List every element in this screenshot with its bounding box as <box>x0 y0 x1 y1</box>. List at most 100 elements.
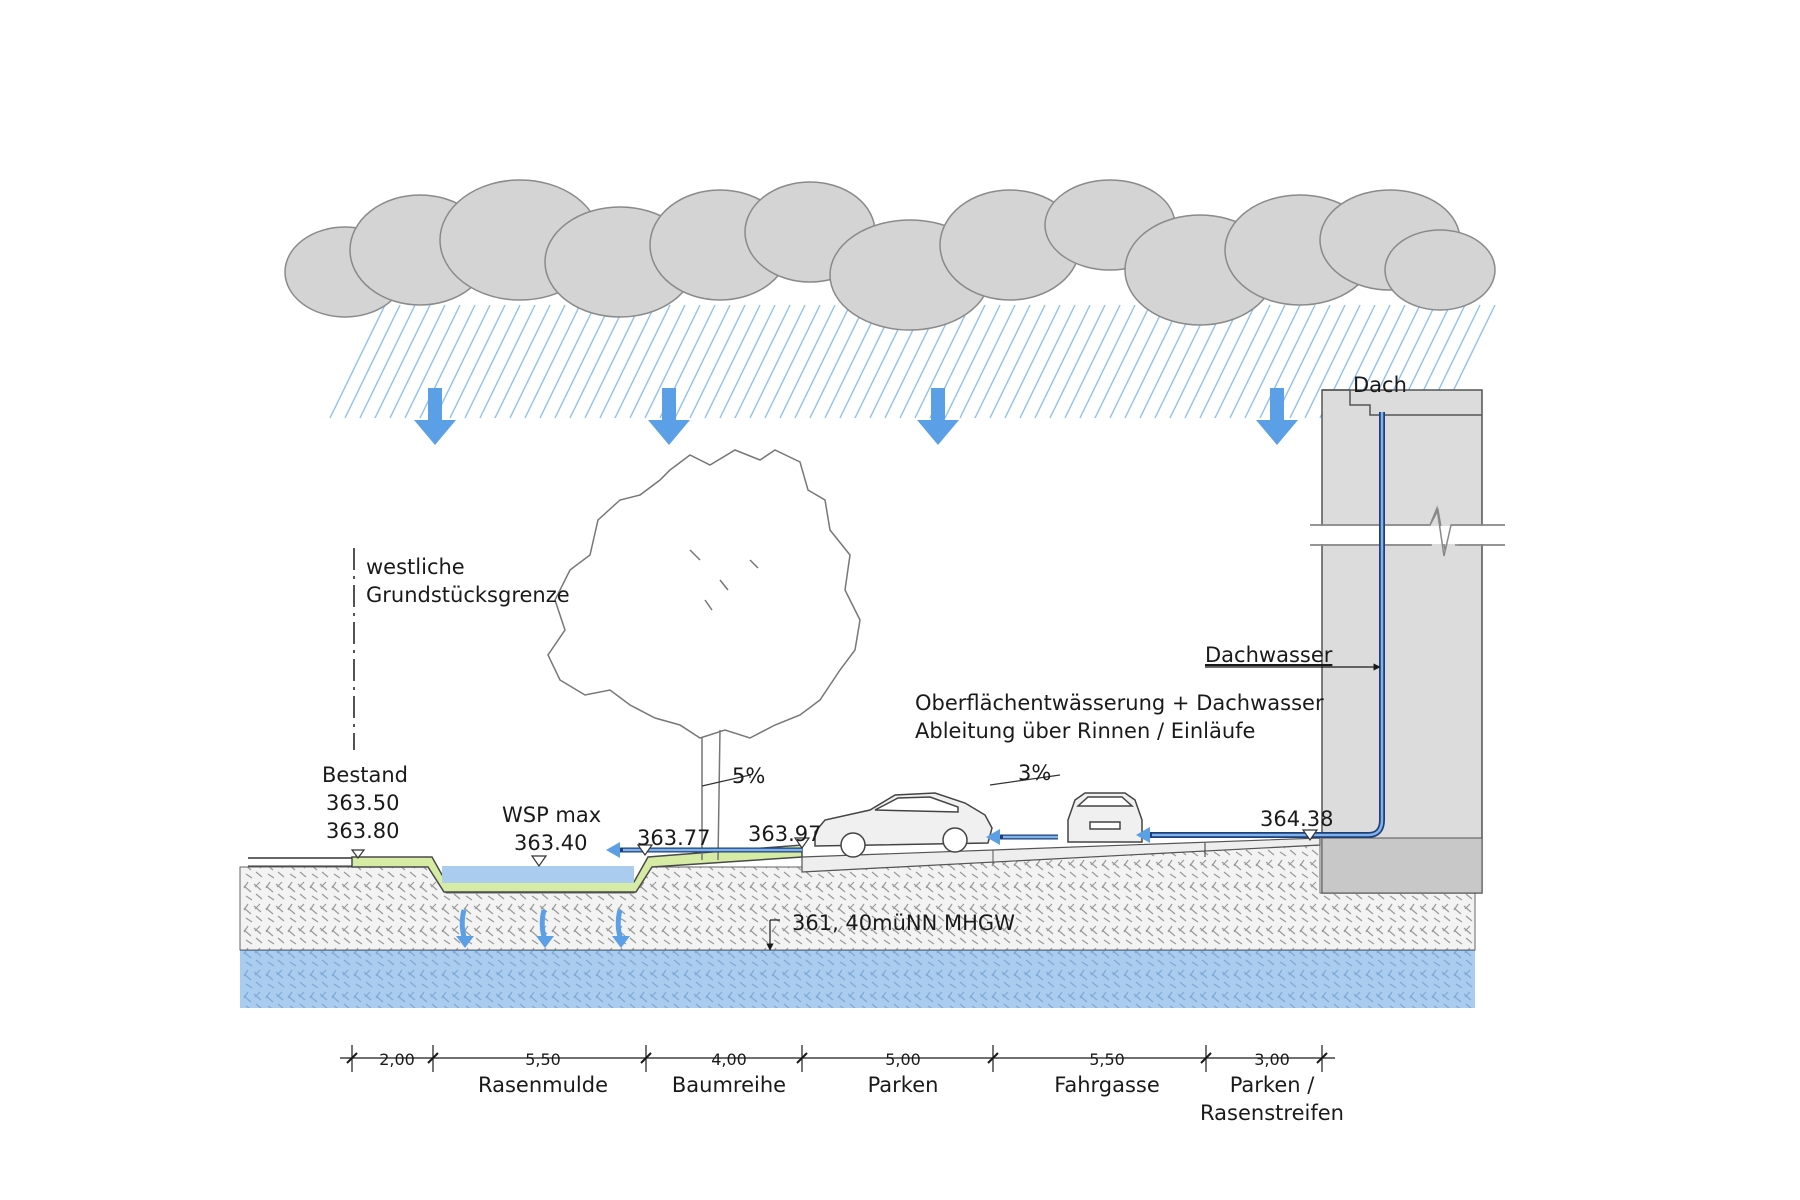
rain-streak <box>1244 304 1301 419</box>
rain-streak <box>464 304 521 419</box>
dim-label-3: Baumreihe <box>672 1073 786 1097</box>
dim-value-3: 4,00 <box>711 1050 747 1069</box>
rain-streak <box>809 304 866 419</box>
rain-streak <box>1214 304 1271 419</box>
rain-streak <box>449 304 506 419</box>
rain-streak <box>509 304 566 419</box>
dim-label-6: Parken / <box>1230 1073 1316 1097</box>
rain-streak <box>1064 304 1121 419</box>
rain-streak <box>1229 304 1286 419</box>
tree-icon <box>547 449 861 861</box>
rain-streak <box>359 304 416 419</box>
drainage-label-1: Oberflächentwässerung + Dachwasser <box>915 691 1324 715</box>
rain-streak <box>704 304 761 419</box>
rain-streak <box>1289 304 1346 419</box>
rain-streak <box>344 304 401 419</box>
slope-tree-label: 5% <box>732 764 765 788</box>
rain-streak <box>569 304 626 419</box>
drainage-label-2: Ableitung über Rinnen / Einläufe <box>915 719 1255 743</box>
swale-water <box>442 866 634 883</box>
rain-streak <box>629 304 686 419</box>
rain-streak <box>764 304 821 419</box>
rain-streak <box>479 304 536 419</box>
elevation-wsp: 363.40 <box>514 831 587 855</box>
boundary-label-1: westliche <box>366 555 465 579</box>
dim-value-1: 2,00 <box>379 1050 415 1069</box>
elevation-building: 364.38 <box>1260 807 1333 831</box>
rain-streak <box>1124 304 1181 419</box>
rain-streak <box>1004 304 1061 419</box>
rain-streak <box>599 304 656 419</box>
rain-streak <box>1019 304 1076 419</box>
rain-streak <box>779 304 836 419</box>
rain-streak <box>1049 304 1106 419</box>
dim-label-4: Parken <box>868 1073 939 1097</box>
building <box>1310 389 1505 894</box>
rain-streak <box>914 304 971 419</box>
rain-streak <box>614 304 671 419</box>
rain-streak <box>689 304 746 419</box>
rain-streak <box>1184 304 1241 419</box>
rain-streak <box>989 304 1046 419</box>
cloud-icon <box>284 179 1496 331</box>
dimension-tick-slash <box>796 1052 808 1064</box>
dim-label-6b: Rasenstreifen <box>1200 1101 1344 1125</box>
dim-label-5: Fahrgasse <box>1054 1073 1160 1097</box>
rain-streak <box>389 304 446 419</box>
dimension-line <box>340 1045 1335 1072</box>
pavement <box>801 837 1321 873</box>
rain-streak <box>404 304 461 419</box>
rain-streak <box>374 304 431 419</box>
rain-streak <box>494 304 551 419</box>
rain-streak <box>644 304 701 419</box>
dimension-tick-slash <box>1316 1052 1328 1064</box>
groundwater-label: 361, 40müNN MHGW <box>792 911 1015 935</box>
rain-streak <box>719 304 776 419</box>
rain-streak <box>584 304 641 419</box>
elevation-bestand-2: 363.80 <box>326 819 399 843</box>
max-water-label: WSP max <box>502 803 601 827</box>
rain-streak <box>1274 304 1331 419</box>
dimension-tick-slash <box>987 1052 999 1064</box>
rain-streak <box>329 304 386 419</box>
dim-value-6: 3,00 <box>1254 1050 1290 1069</box>
elevation-bestand-1: 363.50 <box>326 791 399 815</box>
rain-streak <box>434 304 491 419</box>
roofwater-label: Dachwasser <box>1205 643 1333 667</box>
down-arrow-icon <box>414 388 1298 445</box>
rain-streak <box>554 304 611 419</box>
rain-streak <box>959 304 1016 419</box>
rain-streak <box>734 304 791 419</box>
dim-value-4: 5,00 <box>885 1050 921 1069</box>
rain-streak <box>1034 304 1091 419</box>
rain-streak <box>524 304 581 419</box>
car-front-icon <box>1067 792 1143 843</box>
rain-streak <box>1199 304 1256 419</box>
existing-label: Bestand <box>322 763 408 787</box>
boundary-label-2: Grundstücksgrenze <box>366 583 570 607</box>
dimension-tick-slash <box>346 1052 358 1064</box>
rain-streak <box>794 304 851 419</box>
rain-streak <box>749 304 806 419</box>
rain-streak <box>674 304 731 419</box>
dimension-tick-slash <box>640 1052 652 1064</box>
rain-streak <box>944 304 1001 419</box>
dim-label-2: Rasenmulde <box>478 1073 608 1097</box>
elevation-parking-edge: 363.97 <box>748 822 821 846</box>
rain-streak <box>1304 304 1361 419</box>
rain-streak <box>1079 304 1136 419</box>
dim-value-5: 5,50 <box>1089 1050 1125 1069</box>
elevation-swale-edge: 363.77 <box>637 826 710 850</box>
groundwater-layer <box>240 950 1475 1008</box>
rain-streak <box>974 304 1031 419</box>
rain-streak <box>1094 304 1151 419</box>
roof-label: Dach <box>1353 373 1407 397</box>
car-side-icon <box>814 792 993 858</box>
rain-streak <box>1259 304 1316 419</box>
dimension-tick-slash <box>427 1052 439 1064</box>
rain-streak <box>539 304 596 419</box>
slope-road-label: 3% <box>1018 761 1051 785</box>
dim-value-2: 5,50 <box>525 1050 561 1069</box>
rain-streak <box>1109 304 1166 419</box>
